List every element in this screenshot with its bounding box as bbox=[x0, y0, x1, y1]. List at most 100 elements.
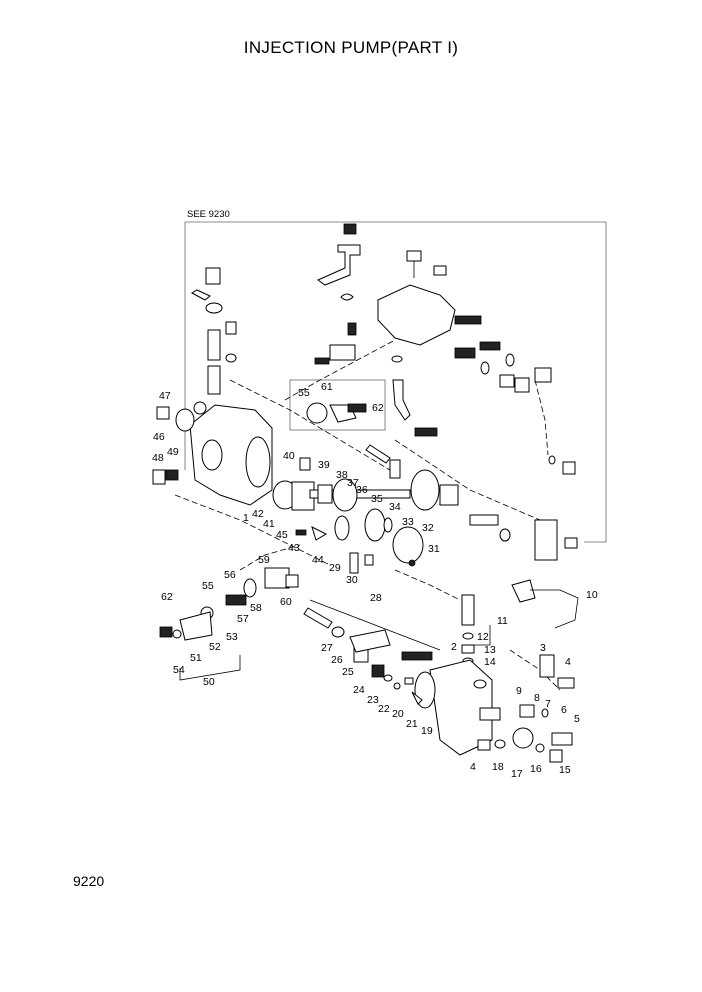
callout-label: 4 bbox=[565, 656, 571, 668]
callout-label: 40 bbox=[283, 450, 295, 462]
callout-label: 41 bbox=[263, 518, 275, 530]
key-part bbox=[299, 457, 311, 471]
roller-part bbox=[364, 508, 386, 542]
plate-part bbox=[329, 344, 356, 361]
guide-line bbox=[174, 494, 331, 566]
bolt-part bbox=[159, 626, 173, 638]
callout-label: 29 bbox=[329, 562, 341, 574]
callout-label: 38 bbox=[336, 469, 348, 481]
callout-label: 53 bbox=[226, 631, 238, 643]
housing-part bbox=[264, 567, 290, 589]
callout-label: 60 bbox=[280, 596, 292, 608]
callout-label: 51 bbox=[190, 652, 202, 664]
callout-label: 54 bbox=[173, 664, 185, 676]
callout-label: 50 bbox=[203, 676, 215, 688]
washer-part bbox=[205, 302, 223, 314]
spring-part bbox=[371, 664, 385, 678]
plate-part bbox=[389, 459, 401, 479]
clip-part bbox=[404, 677, 414, 685]
pipe-part bbox=[190, 289, 211, 301]
page-title: INJECTION PUMP(PART I) bbox=[243, 38, 459, 57]
bolt-part bbox=[477, 739, 491, 751]
bolt-part bbox=[557, 677, 575, 689]
cover-part bbox=[349, 629, 391, 653]
callout-label: 26 bbox=[331, 654, 343, 666]
callout-label: 4 bbox=[470, 761, 476, 773]
o-ring-part bbox=[243, 578, 257, 598]
callout-label: 37 bbox=[347, 477, 359, 489]
nut-part bbox=[156, 406, 170, 420]
bracket-part bbox=[539, 654, 555, 678]
pump-housing-group bbox=[152, 401, 273, 506]
screw-part bbox=[347, 322, 357, 336]
screw-part bbox=[347, 403, 367, 413]
spring-part bbox=[401, 651, 433, 661]
callout-label: 25 bbox=[342, 666, 354, 678]
washer-part bbox=[499, 528, 511, 542]
screw-part bbox=[479, 341, 501, 351]
guide-line bbox=[309, 599, 441, 651]
drive-shaft-group bbox=[272, 402, 578, 574]
washer-part bbox=[331, 626, 345, 638]
roller-part bbox=[334, 515, 350, 541]
guide-line bbox=[284, 339, 396, 401]
o-ring-part bbox=[541, 708, 549, 718]
fitting-part bbox=[519, 704, 535, 718]
callout-label: 44 bbox=[312, 554, 324, 566]
spring-clip-part bbox=[311, 526, 328, 541]
solenoid-part bbox=[461, 594, 475, 626]
o-ring-part bbox=[473, 679, 487, 689]
feed-pump-part bbox=[410, 469, 440, 511]
callout-label: 35 bbox=[371, 493, 383, 505]
washer-part bbox=[462, 632, 474, 640]
callout-label: 32 bbox=[422, 522, 434, 534]
spring-part bbox=[207, 365, 221, 395]
valve-part bbox=[512, 727, 534, 749]
o-ring-part bbox=[480, 361, 490, 375]
washer-part bbox=[535, 743, 545, 753]
shaft-part bbox=[365, 444, 391, 464]
callout-labels: 1 2 3 4 4 5 6 7 8 9 10 11 12 13 14 15 16… bbox=[152, 381, 598, 780]
callout-label: 34 bbox=[389, 501, 401, 513]
callout-label: 31 bbox=[428, 543, 440, 555]
callout-label: 18 bbox=[492, 761, 504, 773]
key-part bbox=[364, 554, 374, 566]
plug-part bbox=[562, 461, 576, 475]
bolt-part bbox=[454, 315, 482, 325]
fitting-part bbox=[461, 644, 475, 654]
callout-label: 14 bbox=[484, 656, 496, 668]
cable-part bbox=[530, 589, 579, 629]
bolt-part bbox=[314, 357, 330, 365]
callout-label: 13 bbox=[484, 644, 496, 656]
washer-part bbox=[172, 629, 182, 639]
callout-label: 48 bbox=[152, 452, 164, 464]
callout-label: 30 bbox=[346, 574, 358, 586]
page-number: 9220 bbox=[73, 873, 105, 889]
washer-part bbox=[391, 355, 403, 363]
bolt-head-part bbox=[406, 250, 422, 262]
callout-label: 36 bbox=[356, 484, 368, 496]
callout-label: 59 bbox=[258, 554, 270, 566]
solenoid-group bbox=[461, 579, 579, 665]
valve-holder-part bbox=[207, 329, 221, 361]
callout-label: 55 bbox=[202, 580, 214, 592]
seal-part bbox=[175, 408, 195, 432]
callout-label: 8 bbox=[534, 692, 540, 704]
callout-label: 20 bbox=[392, 708, 404, 720]
callout-label: 12 bbox=[477, 631, 489, 643]
callout-label: 49 bbox=[167, 446, 179, 458]
gear-part bbox=[332, 478, 358, 512]
washer-part bbox=[494, 739, 506, 749]
fitting-part bbox=[499, 374, 515, 388]
callout-label: 21 bbox=[406, 718, 418, 730]
callout-label: 47 bbox=[159, 390, 171, 402]
callout-label: 23 bbox=[367, 694, 379, 706]
subassembly-box bbox=[289, 379, 386, 431]
hydraulic-head-group bbox=[303, 607, 575, 763]
callout-label: 2 bbox=[451, 641, 457, 653]
spring-part bbox=[225, 594, 247, 606]
callout-label: 11 bbox=[497, 615, 508, 627]
plug-part bbox=[549, 749, 563, 763]
drive-shaft-part bbox=[309, 489, 411, 499]
